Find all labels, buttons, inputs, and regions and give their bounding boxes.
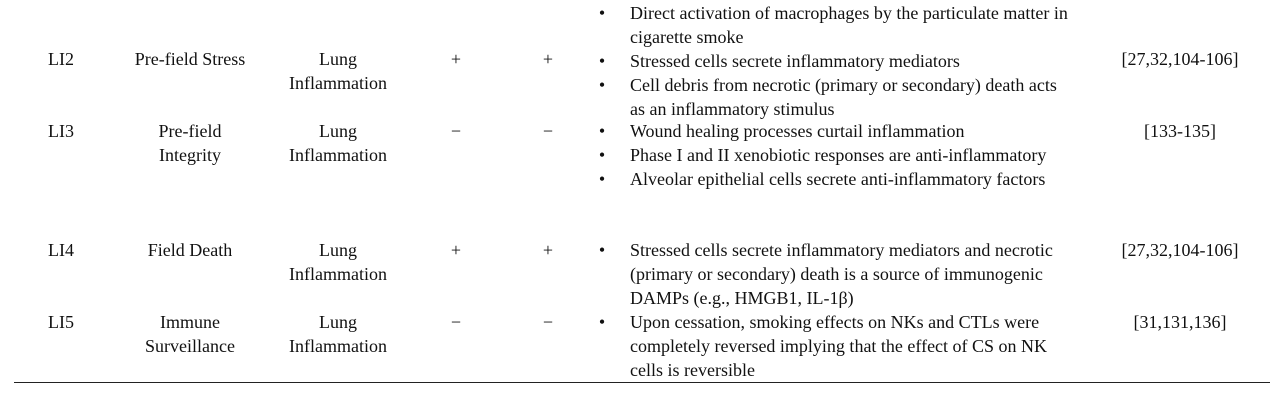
row-id: LI5 [48, 312, 74, 332]
row-name: Pre-field Integrity [158, 121, 222, 165]
bullet-icon: • [598, 75, 606, 95]
list-item: • Wound healing processes curtail inflam… [590, 119, 1070, 143]
row-organ: Lung Inflammation [289, 49, 387, 93]
row-sign-2: − [542, 121, 554, 141]
bullet-icon: • [598, 312, 606, 332]
row-sign-1: − [450, 121, 462, 141]
bullet-icon: • [598, 3, 606, 23]
row-name: Immune Surveillance [145, 312, 235, 356]
row-organ: Lung Inflammation [289, 121, 387, 165]
bullet-text: Alveolar epithelial cells secrete anti-i… [630, 169, 1046, 189]
bullet-icon: • [598, 145, 606, 165]
list-item: • Alveolar epithelial cells secrete anti… [590, 167, 1070, 191]
row-refs: [133-135] [1144, 121, 1216, 141]
row-organ: Lung Inflammation [289, 312, 387, 356]
bullet-icon: • [598, 121, 606, 141]
bullet-text: Direct activation of macrophages by the … [630, 3, 1068, 47]
bullet-text: Upon cessation, smoking effects on NKs a… [630, 312, 1048, 380]
row-sign-2: + [542, 240, 554, 260]
list-item: • Stressed cells secrete inflammatory me… [590, 49, 1070, 73]
row-sign-1: + [450, 240, 462, 260]
list-item: • Upon cessation, smoking effects on NKs… [590, 310, 1070, 382]
row-sign-2: − [542, 312, 554, 332]
bullet-text: Cell debris from necrotic (primary or se… [630, 75, 1057, 119]
row-id: LI2 [48, 49, 74, 69]
row-refs: [31,131,136] [1133, 312, 1227, 332]
bullet-text: Stressed cells secrete inflammatory medi… [630, 51, 960, 71]
row-name: Field Death [147, 240, 233, 260]
row-name: Pre-field Stress [134, 49, 246, 69]
bullet-text: Phase I and II xenobiotic responses are … [630, 145, 1047, 165]
bullet-icon: • [598, 169, 606, 189]
row-organ: Lung Inflammation [289, 240, 387, 284]
row-id: LI3 [48, 121, 74, 141]
row-refs: [27,32,104-106] [1121, 240, 1239, 260]
list-item: • Stressed cells secrete inflammatory me… [590, 238, 1070, 310]
bullet-icon: • [598, 51, 606, 71]
row-sign-1: − [450, 312, 462, 332]
row-refs: [27,32,104-106] [1121, 49, 1239, 69]
list-item: • Phase I and II xenobiotic responses ar… [590, 143, 1070, 167]
row-bullets: • Wound healing processes curtail inflam… [590, 119, 1070, 191]
row-bullets: • Upon cessation, smoking effects on NKs… [590, 310, 1070, 382]
table-bottom-rule [14, 382, 1270, 383]
bullet-text: Wound healing processes curtail inflamma… [630, 121, 965, 141]
list-item: • Direct activation of macrophages by th… [590, 1, 1070, 49]
row-sign-2: + [542, 49, 554, 69]
row-bullets: • Stressed cells secrete inflammatory me… [590, 238, 1070, 310]
bullet-icon: • [598, 240, 606, 260]
row-bullets: • Direct activation of macrophages by th… [590, 1, 1070, 121]
list-item: • Cell debris from necrotic (primary or … [590, 73, 1070, 121]
row-id: LI4 [48, 240, 74, 260]
row-sign-1: + [450, 49, 462, 69]
bullet-text: Stressed cells secrete inflammatory medi… [630, 240, 1053, 308]
